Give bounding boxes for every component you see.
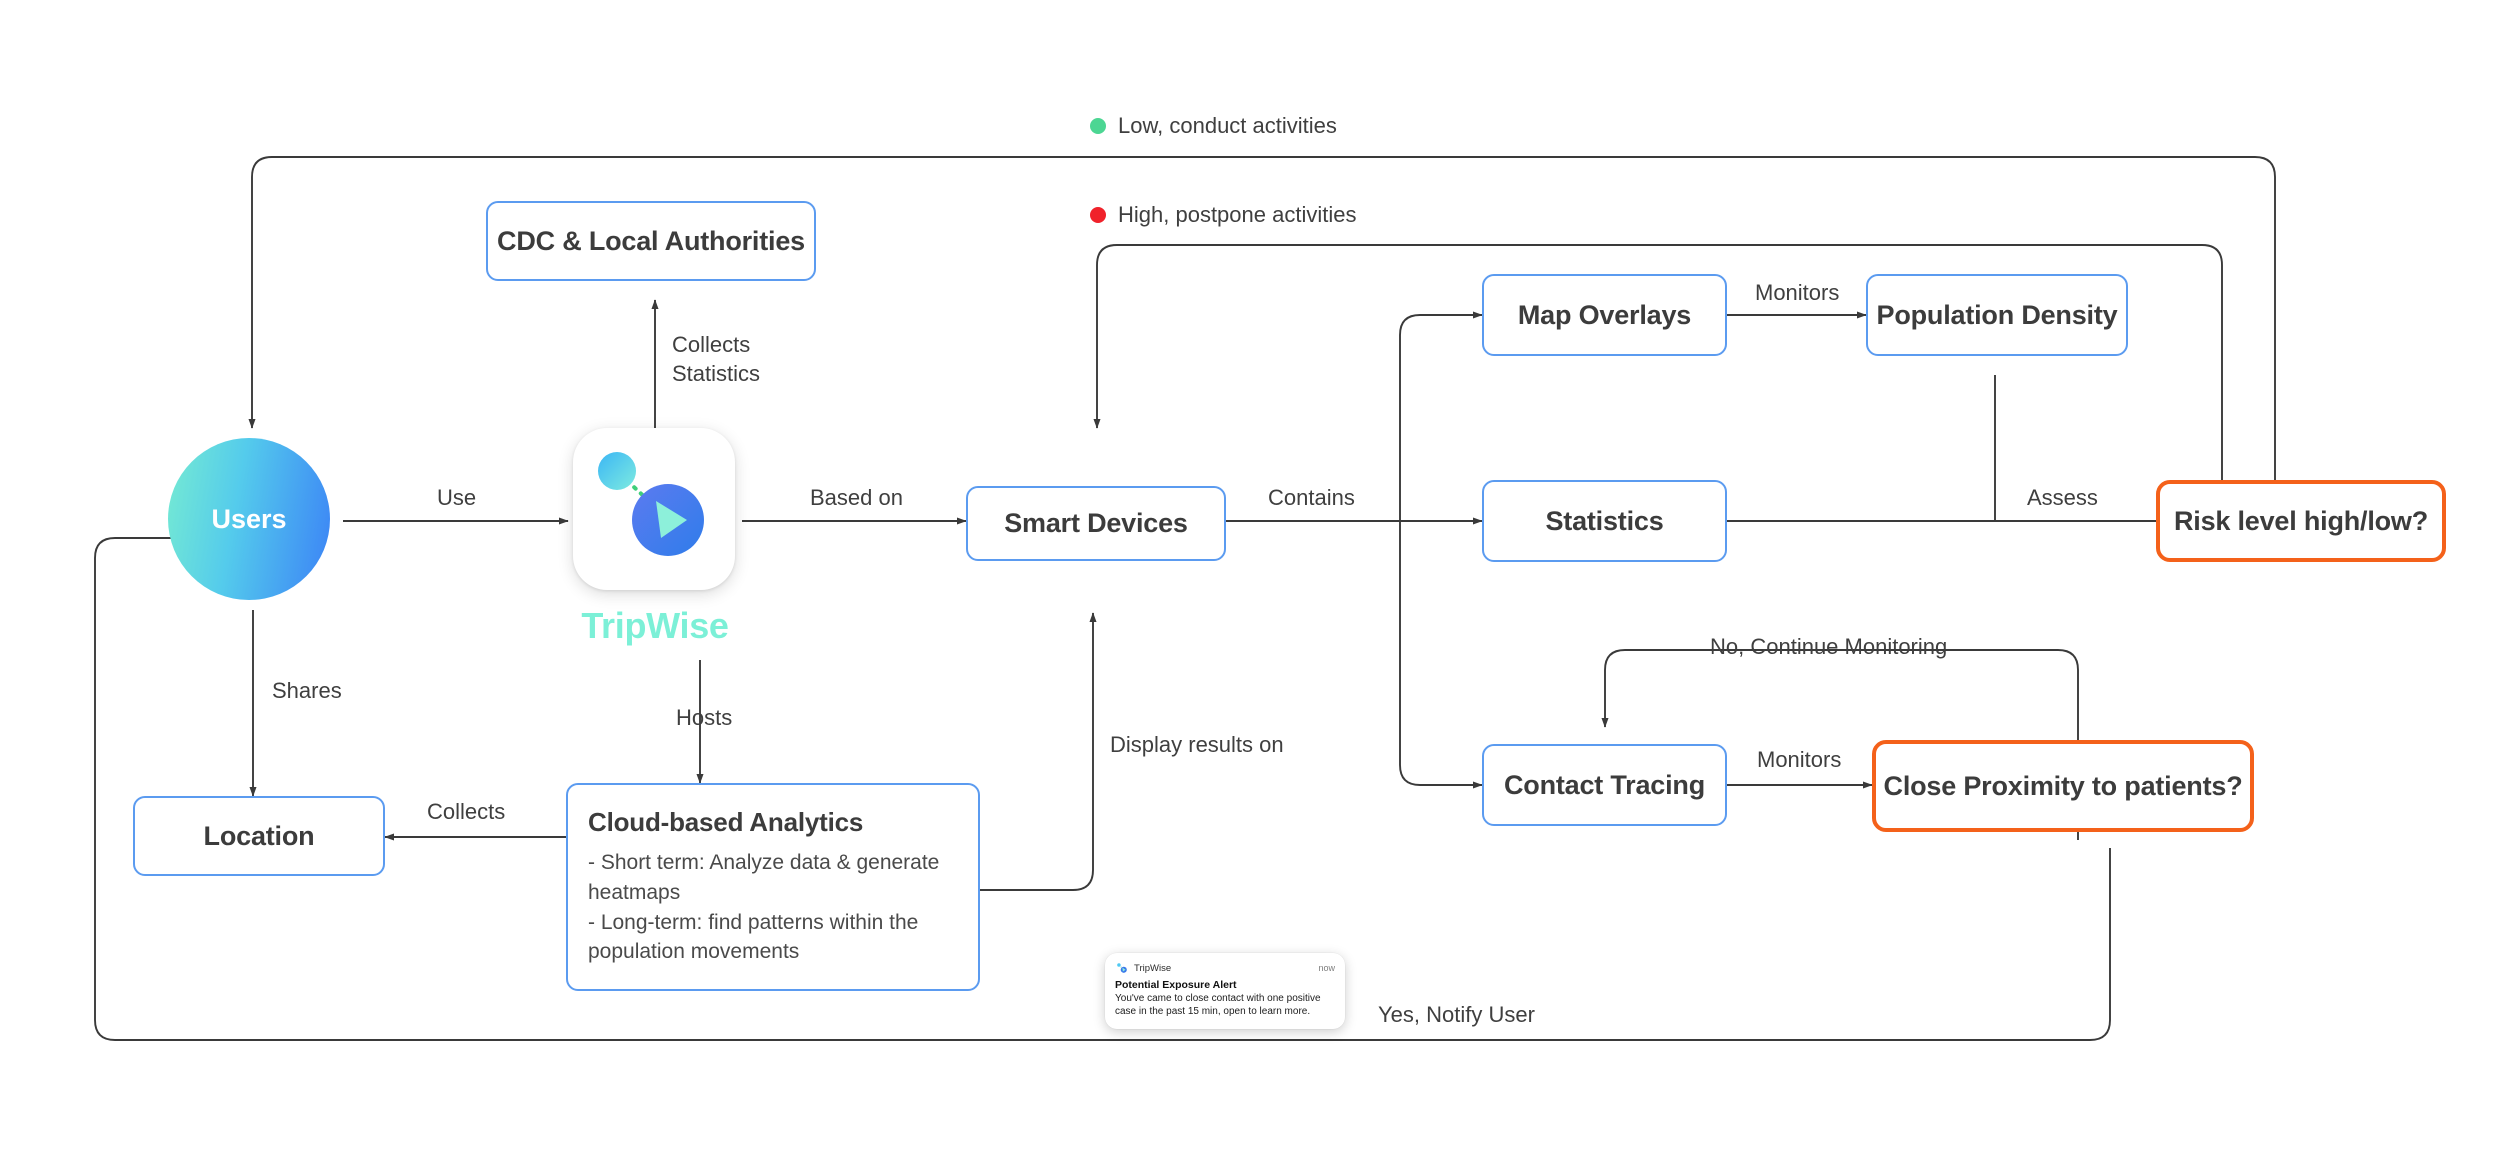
- node-label: Location: [203, 820, 315, 851]
- node-close-proximity-decision[interactable]: Close Proximity to patients?: [1872, 740, 2254, 832]
- toast-body: You've came to close contact with one po…: [1115, 993, 1321, 1018]
- edge-label-collects: Collects: [427, 799, 506, 824]
- wire-cloud-smartdevices: [980, 612, 1097, 891]
- node-label: Map Overlays: [1517, 299, 1692, 330]
- legend-item-high: High, postpone activities: [1090, 202, 1356, 228]
- wire-trunk-mapoverlays: [1399, 311, 1483, 521]
- tripwise-app-icon[interactable]: [573, 428, 735, 590]
- green-dot-icon: [1090, 118, 1106, 134]
- node-detail-line-2: - Long-term: find patterns within the po…: [588, 910, 919, 964]
- legend-label-high: High, postpone activities: [1118, 202, 1357, 227]
- edge-label-no-continue-monitoring: No, Continue Monitoring: [1710, 634, 1948, 659]
- edge-label-assess: Assess: [2027, 485, 2098, 510]
- node-label: Contact Tracing: [1503, 769, 1706, 800]
- toast-timestamp: now: [1318, 963, 1335, 973]
- node-label: Smart Devices: [1004, 508, 1188, 538]
- node-label: Risk level high/low?: [2173, 505, 2429, 536]
- toast-title: Potential Exposure Alert: [1115, 979, 1237, 991]
- node-smart-devices[interactable]: Smart Devices: [966, 486, 1226, 561]
- edge-label-hosts: Hosts: [676, 705, 733, 730]
- node-label: Users: [211, 503, 287, 534]
- toast-header: TripWise now: [1115, 961, 1335, 975]
- tripwise-small-icon: [1115, 961, 1129, 975]
- edge-label-display-results-on: Display results on: [1110, 732, 1284, 757]
- node-location[interactable]: Location: [133, 796, 385, 876]
- node-users[interactable]: Users: [168, 438, 330, 600]
- edge-label-collects-statistics: Collects Statistics: [672, 332, 761, 387]
- node-contact-tracing[interactable]: Contact Tracing: [1482, 744, 1727, 826]
- node-label: Population Density: [1876, 299, 2118, 330]
- legend-item-low: Low, conduct activities: [1090, 113, 1337, 139]
- red-dot-icon: [1090, 207, 1106, 223]
- edge-label-shares: Shares: [272, 678, 342, 703]
- wire-trunk-contacttracing: [1399, 521, 1483, 789]
- node-detail-line-1: - Short term: Analyze data & generate he…: [588, 850, 940, 904]
- edge-label-monitors-proximity: Monitors: [1757, 747, 1842, 772]
- edge-label-contains: Contains: [1268, 485, 1355, 510]
- node-label: Cloud-based Analytics: [588, 806, 864, 837]
- node-population-density[interactable]: Population Density: [1866, 274, 2128, 356]
- node-map-overlays[interactable]: Map Overlays: [1482, 274, 1727, 356]
- edge-label-based-on: Based on: [810, 485, 903, 510]
- tripwise-glyph-icon: [598, 452, 704, 556]
- node-label: Close Proximity to patients?: [1883, 770, 2243, 801]
- wire-yes-notify-user: [94, 534, 2111, 1041]
- notification-toast[interactable]: TripWise now Potential Exposure Alert Yo…: [1105, 953, 1345, 1029]
- edge-label-use: Use: [437, 485, 477, 510]
- legend-label-low: Low, conduct activities: [1118, 113, 1337, 138]
- node-label: Statistics: [1545, 505, 1664, 536]
- toast-app-name: TripWise: [1134, 962, 1172, 974]
- node-statistics[interactable]: Statistics: [1482, 480, 1727, 562]
- edge-label-monitors-density: Monitors: [1755, 280, 1840, 305]
- edge-label-yes-notify-user: Yes, Notify User: [1378, 1002, 1535, 1027]
- node-cdc-local-authorities[interactable]: CDC & Local Authorities: [486, 201, 816, 281]
- node-risk-level-decision[interactable]: Risk level high/low?: [2156, 480, 2446, 562]
- node-cloud-based-analytics[interactable]: Cloud-based Analytics - Short term: Anal…: [566, 783, 980, 991]
- node-label: CDC & Local Authorities: [497, 225, 805, 256]
- tripwise-wordmark: TripWise: [581, 605, 729, 646]
